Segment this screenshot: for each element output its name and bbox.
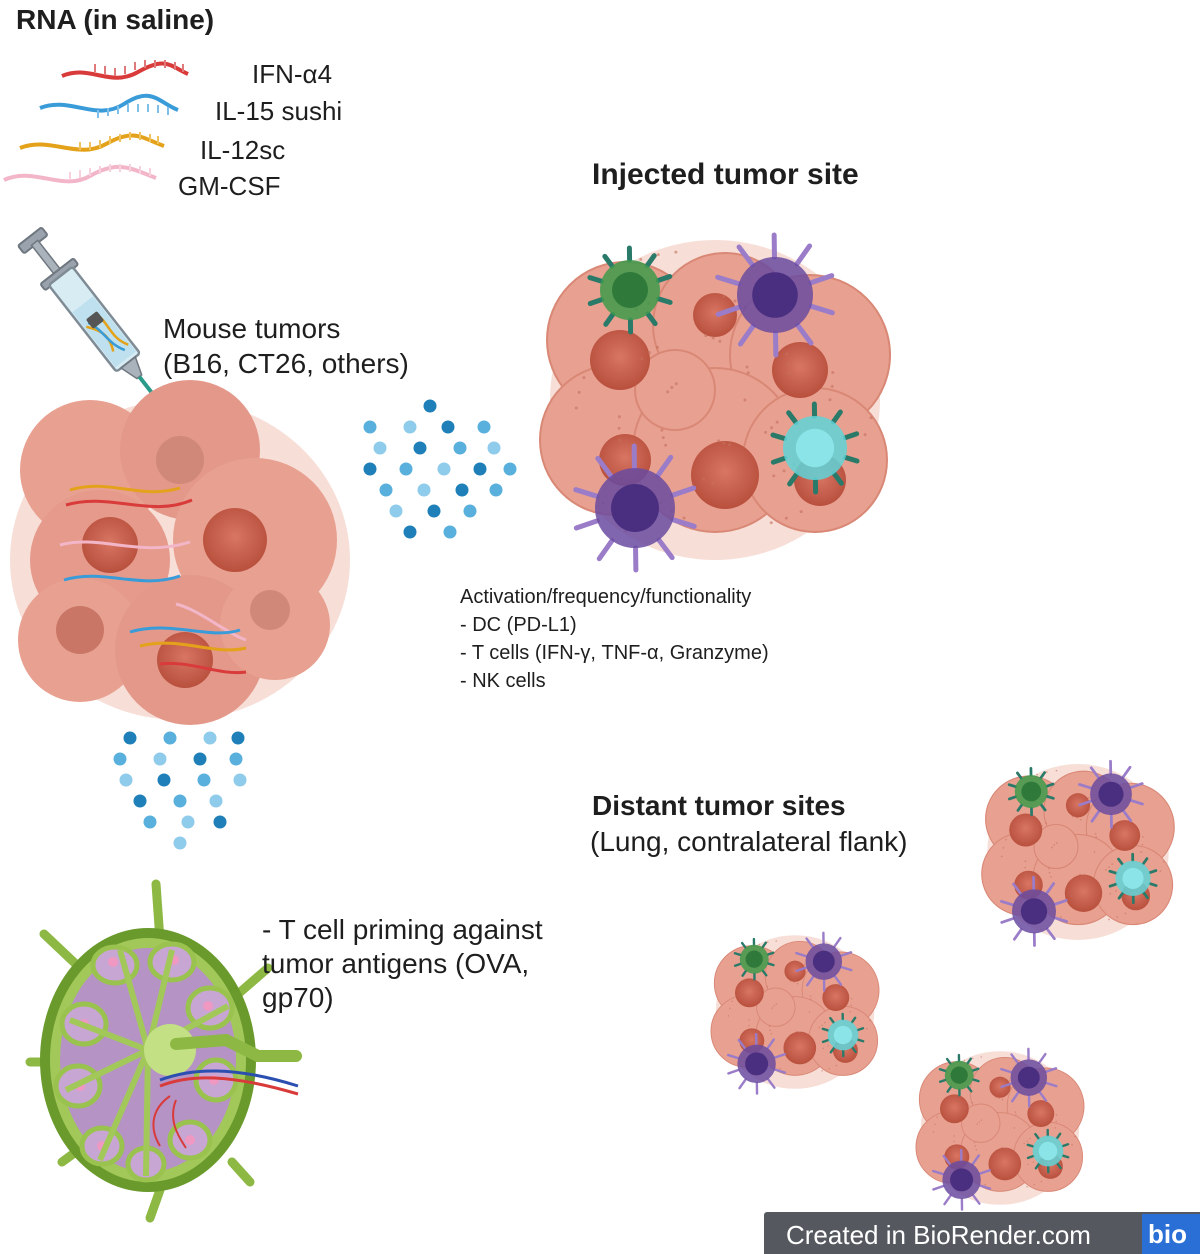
cytokine-dot (363, 420, 377, 434)
readout-nk-cells: - NK cells (460, 670, 546, 692)
injected-tumor-mass (10, 380, 350, 725)
cytokine-dot (113, 752, 127, 766)
cytokine-dot (463, 504, 477, 518)
lymph-node-note-line1: - T cell priming against (262, 914, 543, 945)
cytokine-dot (229, 752, 243, 766)
rna-heading: RNA (in saline) (16, 4, 215, 35)
cytokine-dot (417, 483, 431, 497)
cytokine-dot (173, 794, 187, 808)
rna-label-gmcsf: GM-CSF (178, 171, 281, 201)
cytokine-dot (181, 815, 195, 829)
cytokine-dot (143, 815, 157, 829)
il12-rna-strand (19, 132, 165, 152)
cytokine-dot (423, 399, 437, 413)
cytokine-dot (363, 462, 377, 476)
cytokine-dot (441, 420, 455, 434)
rna-label-il15: IL-15 sushi (215, 96, 343, 126)
mouse-tumors-label: Mouse tumors (163, 313, 341, 344)
cytokine-dot (133, 794, 147, 808)
cytokine-dot (473, 462, 487, 476)
cytokine-dots-draining (113, 731, 247, 850)
injected-site-title: Injected tumor site (592, 158, 859, 191)
cytokine-dots-secreted (363, 399, 517, 539)
distant-tumor-bottom (915, 1047, 1085, 1211)
cytokine-dot (389, 504, 403, 518)
cytokine-dot (427, 504, 441, 518)
cytokine-dot (503, 462, 517, 476)
cytokine-dot (123, 731, 137, 745)
ifn-rna-strand (61, 60, 189, 80)
cytokine-dot (487, 441, 501, 455)
cytokine-dot (233, 773, 247, 787)
rna-label-il12: IL-12sc (200, 135, 286, 165)
cytokine-dot (231, 731, 245, 745)
distant-sites-subtitle: (Lung, contralateral flank) (590, 826, 908, 857)
cytokine-dot (453, 441, 467, 455)
readouts-title: Activation/frequency/functionality (460, 586, 752, 608)
distant-tumor-left (710, 931, 880, 1095)
lymph-node-note-line2: tumor antigens (OVA, (262, 948, 530, 979)
rna-strands (3, 60, 189, 184)
gmcsf-rna-strand (3, 164, 157, 184)
injected-tumor-site-illustration (539, 232, 891, 573)
lymph-node-note-line3: gp70) (262, 982, 334, 1013)
cytokine-dot (209, 794, 223, 808)
mouse-tumors-models: (B16, CT26, others) (163, 348, 409, 379)
cytokine-dot (163, 731, 177, 745)
cytokine-dot (443, 525, 457, 539)
cytokine-dot (173, 836, 187, 850)
cytokine-dot (203, 731, 217, 745)
cytokine-dot (437, 462, 451, 476)
cytokine-dot (413, 441, 427, 455)
lymph-node (25, 879, 302, 1223)
biorender-footer (764, 1212, 1200, 1254)
cytokine-dot (489, 483, 503, 497)
cytokine-dot (193, 752, 207, 766)
cytokine-dot (197, 773, 211, 787)
cytokine-dot (119, 773, 133, 787)
rna-label-ifn: IFN-α4 (252, 59, 333, 89)
readout-t-cells: - T cells (IFN-γ, TNF-α, Granzyme) (460, 642, 769, 664)
il15-rna-strand (39, 93, 179, 118)
cytokine-dot (403, 420, 417, 434)
biorender-logo[interactable]: bio (1142, 1214, 1200, 1254)
cytokine-dot (403, 525, 417, 539)
distant-tumor-large (981, 759, 1175, 947)
cytokine-dot (379, 483, 393, 497)
cytokine-dot (213, 815, 227, 829)
cytokine-dot (157, 773, 171, 787)
cytokine-dot (373, 441, 387, 455)
readout-dc: - DC (PD-L1) (460, 614, 577, 636)
cytokine-dot (153, 752, 167, 766)
cytokine-dot (455, 483, 469, 497)
biorender-credit[interactable]: Created in BioRender.com (786, 1220, 1091, 1250)
distant-sites-title: Distant tumor sites (592, 790, 846, 821)
cytokine-dot (399, 462, 413, 476)
syringe (17, 227, 154, 394)
cytokine-dot (477, 420, 491, 434)
